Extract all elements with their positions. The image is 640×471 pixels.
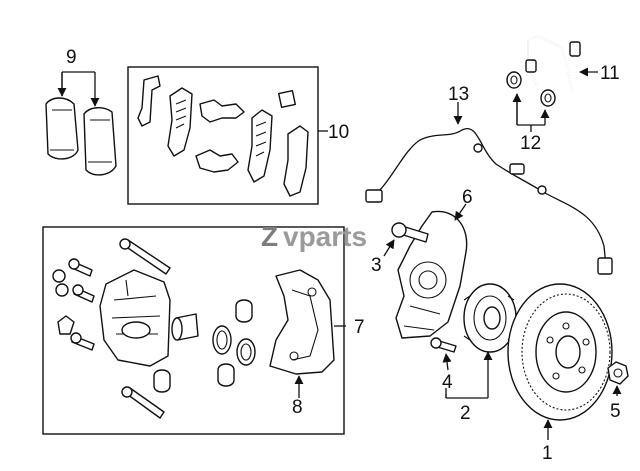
brake-hose xyxy=(525,35,581,93)
shield-bolt xyxy=(391,222,429,243)
callout-2: 2 xyxy=(460,403,471,424)
callout-1: 1 xyxy=(542,443,553,464)
hub-bearing xyxy=(463,283,517,353)
hardware-clips xyxy=(137,75,309,197)
callout-10: 10 xyxy=(328,122,349,143)
caliper-parts xyxy=(52,238,335,419)
callout-7: 7 xyxy=(354,317,365,338)
watermark-text: vparts xyxy=(283,221,367,252)
hardware-kit-box xyxy=(127,66,319,205)
copper-washers xyxy=(506,71,556,107)
callout-9: 9 xyxy=(66,47,77,68)
callout-13: 13 xyxy=(448,84,469,105)
watermark: Z vparts xyxy=(261,221,367,252)
caliper-assembly-box xyxy=(42,226,345,435)
wheel-stud xyxy=(430,337,457,353)
callout-4: 4 xyxy=(442,372,453,393)
callout-5: 5 xyxy=(610,401,621,422)
callout-8: 8 xyxy=(292,397,303,418)
splash-shield xyxy=(395,210,468,339)
callout-12: 12 xyxy=(520,133,541,154)
abs-sensor-wire xyxy=(365,127,613,275)
brake-pads xyxy=(45,97,117,176)
callout-3: 3 xyxy=(371,255,382,276)
watermark-glyph: Z xyxy=(261,221,278,252)
hub-nut xyxy=(607,361,629,385)
callout-11: 11 xyxy=(600,63,620,84)
brake-rotor xyxy=(507,283,613,421)
callout-6: 6 xyxy=(462,187,473,208)
